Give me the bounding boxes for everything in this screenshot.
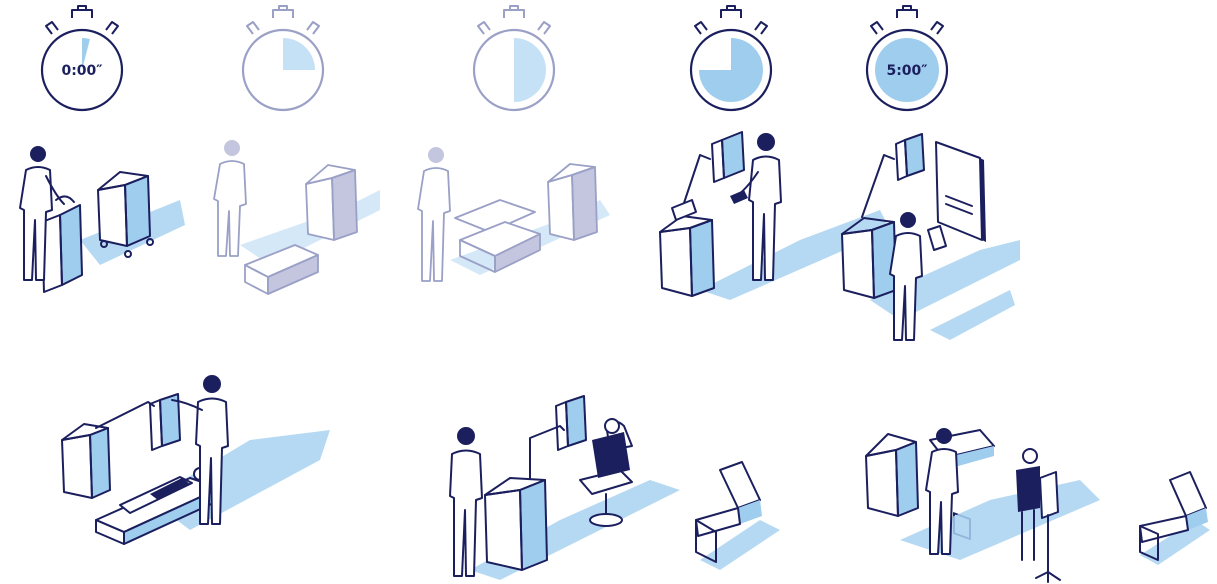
stopwatch-icon (243, 6, 323, 110)
progress-fill (514, 38, 546, 102)
stopwatch-icon (474, 6, 554, 110)
tablet-icon (928, 226, 946, 250)
progress-fill (699, 38, 763, 102)
progress-fill (283, 38, 315, 70)
scenario-standing (866, 428, 1210, 582)
timer-group: 0:00″ 5:00″ (42, 6, 947, 110)
device-cart-icon (548, 164, 597, 240)
person-figure (214, 140, 246, 256)
imaging-device-icon (660, 132, 744, 296)
reclined-chair-icon (1140, 472, 1210, 565)
tablet-icon (730, 190, 748, 204)
stopwatch-icon (691, 6, 771, 110)
reclined-chair-icon (696, 462, 780, 570)
device-cart-icon (98, 172, 153, 257)
scenario-seated (450, 396, 780, 580)
person-figure (418, 147, 450, 281)
step-scene-2 (214, 140, 380, 294)
scenario-stretcher (62, 375, 330, 544)
timer-label: 0:00″ (61, 63, 102, 79)
timer-label: 5:00″ (886, 63, 927, 79)
stopwatch-icon: 5:00″ (867, 6, 947, 110)
screen-stand-icon (1036, 472, 1060, 582)
device-cart-icon (306, 165, 357, 240)
step-scene-1 (20, 146, 185, 292)
person-figure (20, 146, 64, 280)
step-scene-3 (418, 147, 610, 281)
imaging-device-icon (62, 394, 180, 498)
standing-person-figure (1016, 449, 1040, 560)
stopwatch-icon: 0:00″ (42, 6, 122, 110)
patient-figure (592, 419, 632, 478)
person-figure (450, 427, 482, 576)
